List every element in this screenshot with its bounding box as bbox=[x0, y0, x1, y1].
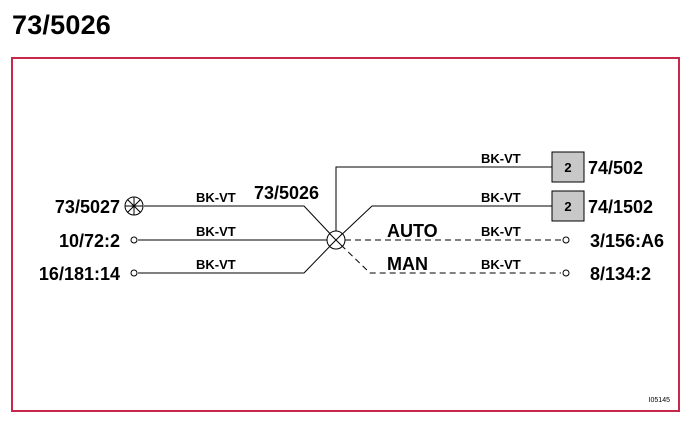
diagram-title: 73/5026 bbox=[12, 10, 111, 40]
wire-color-label: BK-VT bbox=[481, 224, 521, 239]
connector-box bbox=[551, 190, 585, 222]
switch-mode-label: MAN bbox=[387, 254, 428, 274]
wire-color-label: BK-VT bbox=[196, 257, 236, 272]
wire-color-label: BK-VT bbox=[481, 190, 521, 205]
wire-second-connector bbox=[335, 205, 552, 241]
wire-color-label: BK-VT bbox=[481, 257, 521, 272]
switch-mode-label: AUTO bbox=[387, 221, 438, 241]
terminal-label: 8/134:2 bbox=[590, 264, 651, 284]
hub-label: 73/5026 bbox=[254, 183, 319, 203]
reference-code: I05145 bbox=[649, 397, 671, 404]
terminal-icon bbox=[562, 236, 570, 244]
terminal-icon bbox=[130, 236, 138, 244]
diagram-frame bbox=[11, 57, 680, 412]
wire-lamp bbox=[144, 205, 337, 241]
terminal-label: 3/156:A6 bbox=[590, 231, 664, 251]
terminal-label: 10/72:2 bbox=[59, 231, 120, 251]
terminal-icon bbox=[562, 269, 570, 277]
connector-pin: 2 bbox=[564, 160, 571, 175]
lamp-icon bbox=[124, 196, 144, 216]
wire-color-label: BK-VT bbox=[196, 224, 236, 239]
wire-top-connector bbox=[335, 166, 552, 240]
wire-color-label: BK-VT bbox=[481, 151, 521, 166]
terminal-icon bbox=[130, 269, 138, 277]
connector-label: 74/502 bbox=[588, 158, 643, 178]
terminal-label: 73/5027 bbox=[55, 197, 120, 217]
terminal-label: 16/181:14 bbox=[39, 264, 120, 284]
wire-color-label: BK-VT bbox=[196, 190, 236, 205]
hub-symbol-icon bbox=[326, 230, 346, 250]
wire-man-dashed bbox=[340, 244, 561, 274]
wire-left-bottom bbox=[138, 239, 337, 274]
connector-box bbox=[551, 151, 585, 183]
connector-pin: 2 bbox=[564, 199, 571, 214]
connector-label: 74/1502 bbox=[588, 197, 653, 217]
